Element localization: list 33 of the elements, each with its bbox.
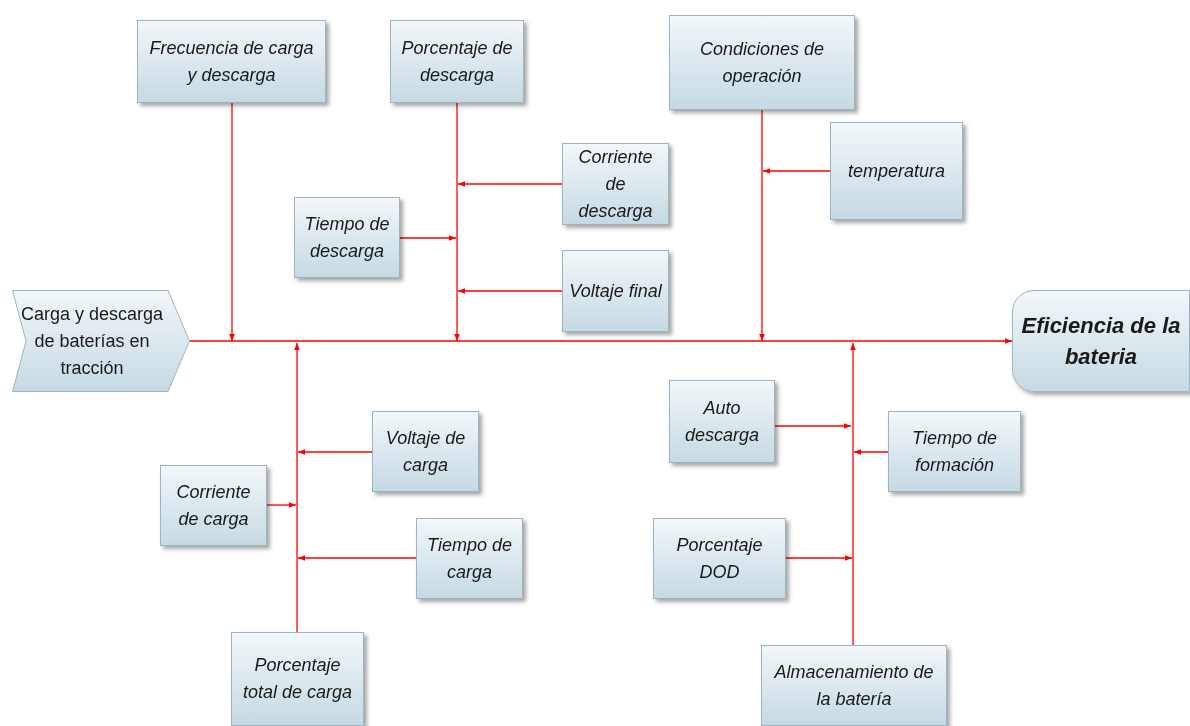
cause-box: Tiempo de formación — [888, 411, 1021, 492]
cause-box: Almacenamiento de la batería — [761, 645, 947, 726]
arrow — [297, 555, 417, 561]
arrow — [457, 181, 563, 187]
arrow — [759, 109, 765, 342]
arrow — [762, 168, 831, 174]
arrow — [229, 102, 235, 342]
cause-box: Corriente de descarga — [562, 143, 669, 225]
arrow — [850, 342, 856, 646]
cause-box: Frecuencia de carga y descarga — [137, 20, 326, 103]
cause-box: Porcentaje de descarga — [390, 20, 524, 103]
start-chevron: Carga y descarga de baterías en tracción — [12, 290, 190, 392]
arrow — [785, 555, 853, 561]
arrow — [399, 235, 457, 241]
arrow — [853, 449, 889, 455]
arrow — [774, 423, 852, 429]
cause-box: Tiempo de carga — [416, 518, 523, 599]
effect-box: Eficiencia de la bateria — [1012, 290, 1190, 392]
cause-box: Porcentaje DOD — [653, 518, 786, 599]
arrow — [294, 342, 300, 633]
cause-box: Porcentaje total de carga — [231, 632, 364, 726]
arrow — [297, 449, 373, 455]
cause-box: Corriente de carga — [160, 465, 267, 546]
cause-box: temperatura — [830, 122, 963, 220]
cause-box: Voltaje final — [562, 250, 669, 332]
arrow — [189, 338, 1013, 344]
arrow — [457, 288, 563, 294]
cause-box: Voltaje de carga — [372, 411, 479, 492]
cause-box: Auto descarga — [669, 380, 775, 463]
cause-box: Tiempo de descarga — [294, 197, 400, 278]
arrow — [454, 102, 460, 342]
cause-box: Condiciones de operación — [669, 15, 855, 110]
arrow — [266, 502, 297, 508]
